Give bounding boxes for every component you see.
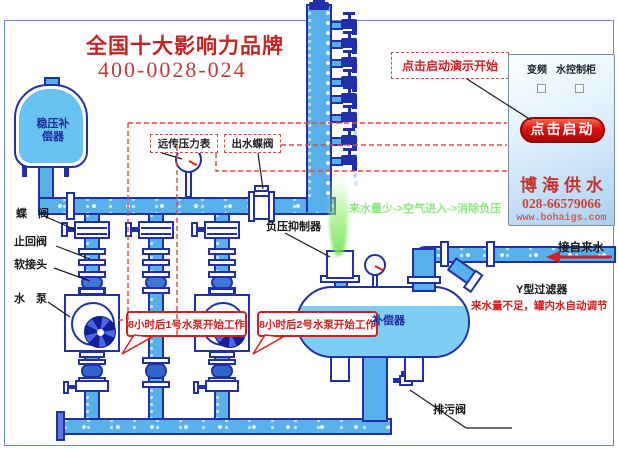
- company-phone: 028-66579066: [522, 196, 601, 211]
- tank-left-label: 稳压补偿器: [36, 118, 70, 144]
- tank-pressure-gauge-icon: [364, 254, 386, 276]
- company-website: www.bohaigs.com: [516, 213, 607, 224]
- start-button[interactable]: 点击启动: [520, 117, 605, 143]
- butterfly-valve-label: 蝶 阀: [16, 208, 49, 220]
- butterfly-valve-icon: [74, 221, 110, 239]
- control-cabinet: 变频 水控制柜 点击启动 博海供水 028-66579066 www.bohai…: [508, 54, 615, 226]
- outlet-valve-cap: [254, 185, 269, 192]
- discharge-header-pipe: [38, 197, 336, 215]
- check-valve-icon: [78, 248, 106, 255]
- remote-gauge-label: 远传压力表: [150, 134, 218, 153]
- header-end-cap: [56, 411, 65, 441]
- indicator-window: [575, 84, 584, 93]
- check-valve-label: 止回阀: [14, 236, 47, 248]
- riser-pipe: [306, 4, 332, 212]
- header-flange: [66, 192, 75, 220]
- butterfly-valve-icon: [204, 221, 240, 239]
- tank-leg: [64, 164, 69, 177]
- elbow-patch: [40, 199, 52, 211]
- check-valve-icon: [208, 248, 236, 255]
- elbow-patch: [308, 199, 330, 212]
- pump2-callout: 8小时后2号水泵开始工作: [257, 311, 378, 337]
- cabinet-name-label: 水控制柜: [556, 65, 596, 76]
- low-water-note: 来水量不足，罐内水自动调节: [471, 300, 608, 312]
- cabinet-title: 变频 水控制柜: [509, 61, 614, 76]
- tank-inlet-pipe: [412, 248, 436, 292]
- tank-leg: [22, 164, 27, 177]
- suction-header-pipe: [62, 418, 392, 435]
- impeller-icon: [84, 316, 116, 348]
- brand-title: 全国十大影响力品牌: [86, 34, 284, 58]
- pump1-icon: [64, 294, 120, 352]
- brand-phone: 400-0028-024: [98, 57, 247, 82]
- pressure-compensator-tank: 稳压补偿器: [14, 84, 88, 168]
- drain-valve-label: 排污阀: [433, 404, 466, 416]
- butterfly-valve-icon: [138, 221, 174, 239]
- company-name: 博海供水: [520, 176, 608, 195]
- suction-valve-icon: [75, 380, 109, 392]
- compensator-label: 补偿器: [372, 315, 405, 327]
- pump1-callout: 8小时后1号水泵开始工作: [126, 311, 247, 337]
- pump-label: 水 泵: [14, 293, 47, 305]
- tap-water-label: 接自来水: [558, 242, 604, 254]
- air-stream: [329, 168, 348, 256]
- indicator-window: [537, 84, 546, 93]
- soft-joint-icon: [145, 363, 167, 379]
- soft-joint-icon: [81, 364, 103, 378]
- vacuum-suppressor-label: 负压抑制器: [266, 221, 321, 233]
- check-valve-icon: [142, 248, 170, 255]
- cabinet-type-label: 变频: [527, 65, 547, 76]
- riser-top-valve-handle: [313, 0, 325, 3]
- riser-top-valve-icon: [309, 2, 329, 10]
- faucet-icon: [330, 105, 368, 139]
- soft-joint-label: 软接头: [14, 259, 47, 271]
- tank-water: [19, 89, 83, 163]
- gauge-stem: [185, 170, 192, 198]
- tank-suction-pipe: [362, 350, 388, 422]
- air-intake-note: 来水量少->空气进入->消除负压: [349, 203, 502, 215]
- soft-joint-icon: [211, 364, 233, 378]
- outlet-valve-body: [253, 195, 270, 220]
- suction-valve-icon: [205, 380, 239, 392]
- y-filter-label: Y型过滤器: [516, 284, 568, 296]
- demo-start-note: 点击启动演示开始: [391, 52, 509, 79]
- outlet-valve-label: 出水蝶阀: [224, 134, 281, 153]
